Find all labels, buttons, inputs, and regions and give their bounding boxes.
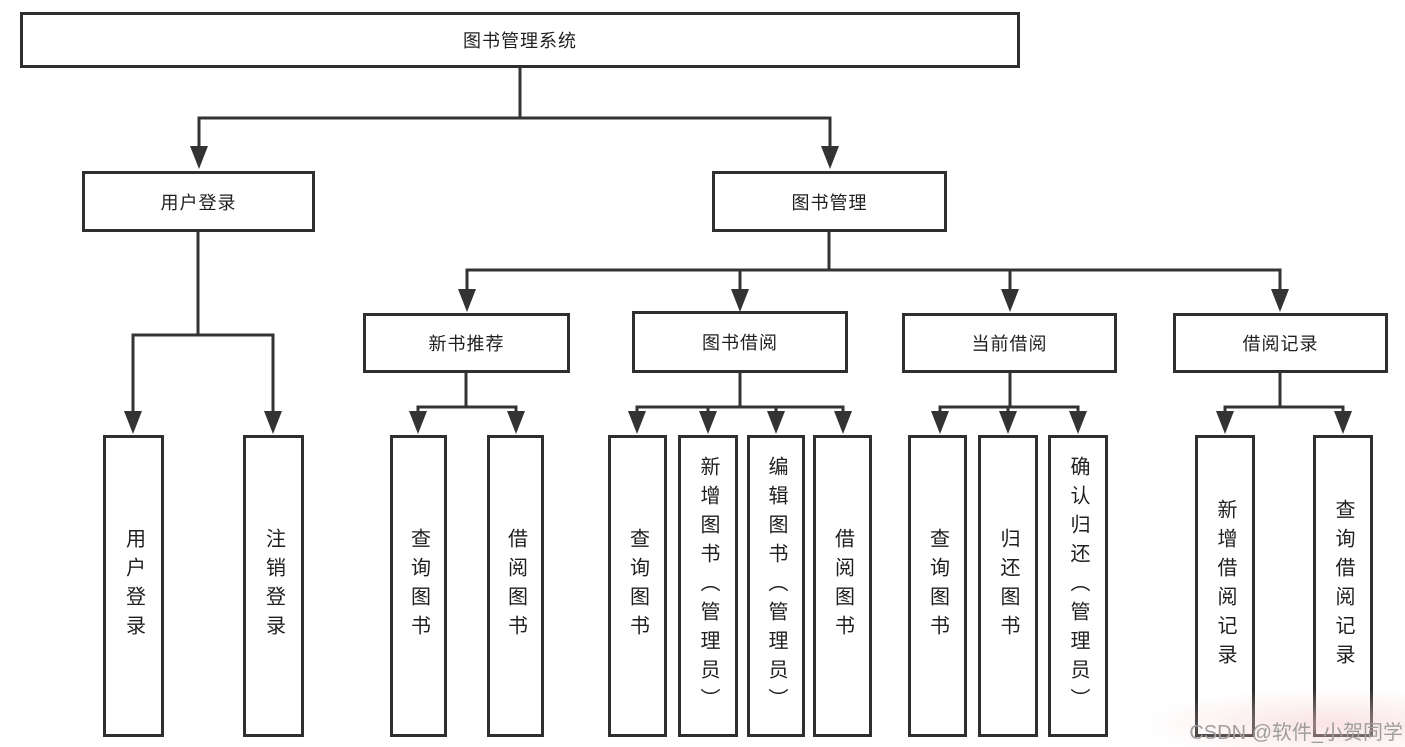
leaf-query-borrow-record: 查询借阅记录	[1313, 435, 1373, 737]
leaf-label: 查询图书	[407, 528, 430, 644]
leaf-add-borrow-record: 新增借阅记录	[1195, 435, 1255, 737]
leaf-label: 借阅图书	[504, 528, 527, 644]
leaf-borrow-books-1: 借阅图书	[487, 435, 544, 737]
node-new-book-recommend: 新书推荐	[363, 313, 570, 373]
leaf-user-login: 用户登录	[103, 435, 164, 737]
leaf-label: 借阅图书	[831, 528, 854, 644]
node-book-borrow: 图书借阅	[632, 311, 848, 373]
leaf-label: 查询图书	[926, 528, 949, 644]
node-label: 新书推荐	[428, 334, 505, 354]
node-label: 图书管理	[791, 192, 868, 213]
node-user-login: 用户登录	[82, 171, 315, 232]
node-label: 图书借阅	[702, 333, 778, 353]
leaf-confirm-return-admin: 确认归还（管理员）	[1048, 435, 1108, 737]
node-label: 用户登录	[160, 192, 237, 213]
leaf-query-books-2: 查询图书	[608, 435, 667, 737]
leaf-label: 查询图书	[626, 528, 649, 644]
node-book-management: 图书管理	[712, 171, 947, 232]
leaf-logout: 注销登录	[243, 435, 304, 737]
leaf-edit-books-admin: 编辑图书（管理员）	[747, 435, 805, 737]
leaf-label: 归还图书	[997, 528, 1019, 644]
node-label: 当前借阅	[971, 334, 1048, 354]
node-label: 借阅记录	[1242, 334, 1319, 354]
leaf-label: 新增借阅记录	[1214, 499, 1236, 673]
leaf-label: 注销登录	[262, 528, 285, 644]
node-label: 图书管理系统	[463, 31, 577, 51]
leaf-query-books-1: 查询图书	[390, 435, 447, 737]
node-current-borrow: 当前借阅	[902, 313, 1117, 373]
leaf-borrow-books-2: 借阅图书	[813, 435, 872, 737]
node-borrow-records: 借阅记录	[1173, 313, 1388, 373]
watermark: CSDN @软件_小贺同学	[1189, 722, 1403, 744]
leaf-label: 新增图书（管理员）	[697, 455, 719, 717]
leaf-label: 查询借阅记录	[1332, 499, 1354, 673]
leaf-add-books-admin: 新增图书（管理员）	[678, 435, 738, 737]
leaf-label: 用户登录	[122, 528, 145, 644]
leaf-query-books-3: 查询图书	[908, 435, 967, 737]
leaf-label: 编辑图书（管理员）	[765, 455, 787, 717]
leaf-return-books: 归还图书	[978, 435, 1038, 737]
node-library-management-system: 图书管理系统	[20, 12, 1020, 68]
leaf-label: 确认归还（管理员）	[1067, 455, 1089, 717]
